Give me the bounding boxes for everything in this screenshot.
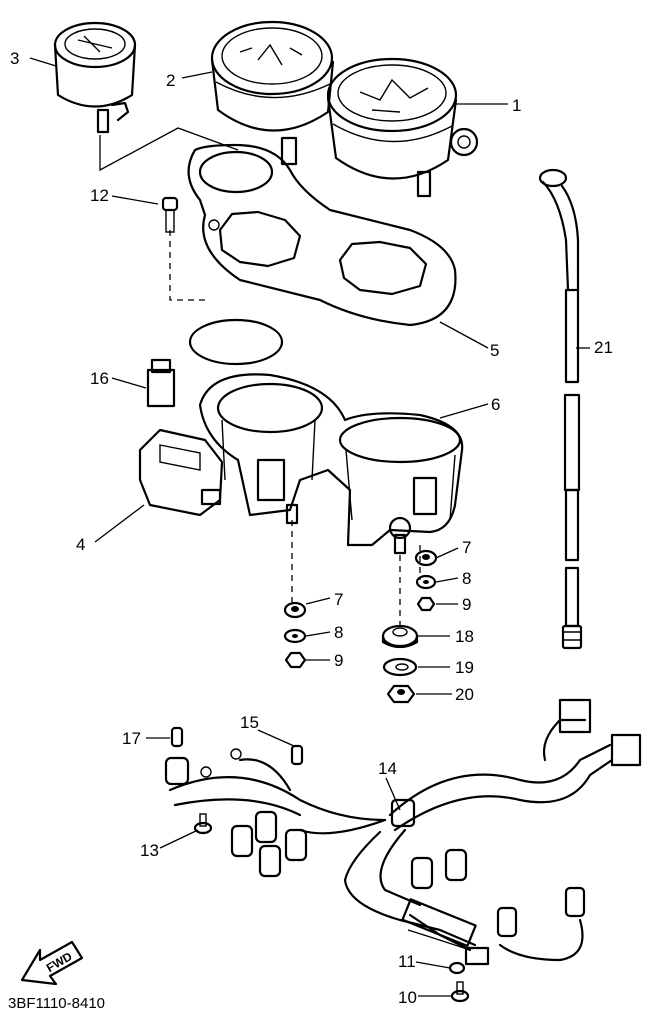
leader-lines [29,57,590,997]
part-19-washer [382,657,418,677]
callout-16: 16 [90,369,109,388]
part-1-speedometer [326,57,479,198]
part-3-small-gauge [53,21,137,134]
callout-10: 10 [398,988,417,1007]
part-9-nut-left [284,651,307,669]
callout-6: 6 [491,395,500,414]
callout-7-right: 7 [462,538,471,557]
part-8-collar-right [415,574,437,590]
part-8-collar-left [283,628,307,644]
callout-5: 5 [490,341,499,360]
part-7-grommet-right [414,549,438,567]
part-6-meter-housing [188,318,464,555]
callout-17: 17 [122,729,141,748]
callout-19: 19 [455,658,474,677]
part-9-nut-right [416,596,436,612]
callout-7-left: 7 [334,590,343,609]
drawing-code: 3BF1110-8410 [8,995,105,1012]
part-4-indicator-box [138,428,224,517]
callout-14: 14 [378,759,397,778]
part-14-wire-harness [168,698,642,966]
callout-4: 4 [76,535,85,554]
callout-11: 11 [398,952,416,971]
callout-2: 2 [166,71,175,90]
callout-13: 13 [140,841,159,860]
part-7-grommet-left [283,601,307,619]
forward-arrow-icon: FWD [20,940,84,986]
part-13-screw [193,813,213,835]
callout-18: 18 [455,627,474,646]
callout-9-right: 9 [462,595,471,614]
bulb-sockets [164,748,468,890]
callout-15: 15 [240,713,259,732]
part-18-damper [381,624,419,649]
callout-3: 3 [10,49,19,68]
callout-20: 20 [455,685,474,704]
part-5-upper-bracket [187,143,457,327]
callout-9-left: 9 [334,651,343,670]
part-17-bulb [170,726,184,748]
part-20-nut [386,684,416,704]
callout-12: 12 [90,186,109,205]
part-10-screw [450,981,470,1003]
part-16-connector [146,358,176,408]
callout-1: 1 [512,96,521,115]
callout-21: 21 [594,338,613,357]
part-21-meter-cable [538,168,583,650]
part-11-screw [448,961,466,975]
callout-8-left: 8 [334,623,343,642]
part-2-tachometer [210,20,335,166]
part-12-screw [161,196,179,233]
part-15-bulb [290,744,304,766]
callout-8-right: 8 [462,569,471,588]
